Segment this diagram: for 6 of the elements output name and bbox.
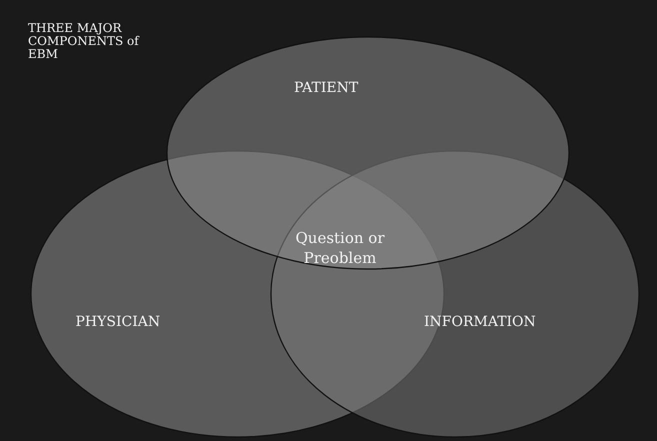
diagram-title: THREE MAJOR COMPONENTS of EBM [28,22,140,61]
set-label: INFORMATION [424,314,536,330]
set-label: PATIENT [294,80,358,96]
set-label: PHYSICIAN [76,314,160,330]
venn-ellipse [166,36,570,270]
intersection-label: Question or Preoblem [295,228,385,268]
